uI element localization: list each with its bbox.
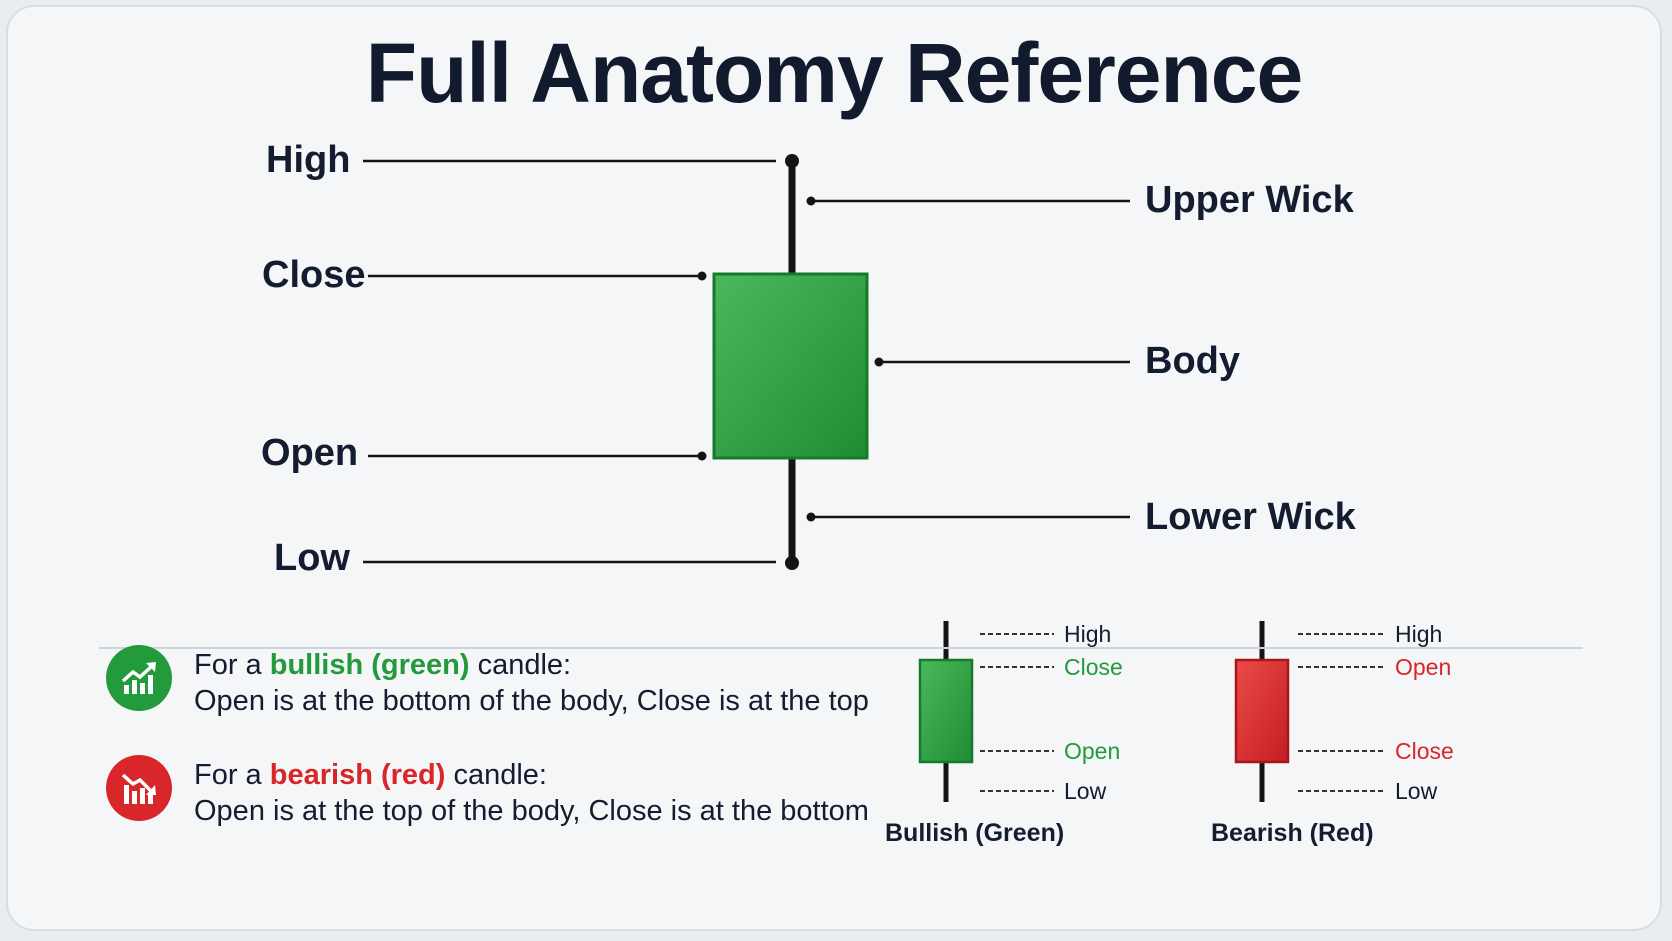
bearish-highlight: bearish (red)	[269, 759, 446, 791]
bearish-note-suffix: candle:	[445, 759, 547, 791]
bullish-note-detail: Open is at the bottom of the body, Close…	[194, 685, 869, 717]
candle-body	[712, 272, 869, 460]
label-body: Body	[1145, 340, 1240, 382]
mini-bearish-close: Close	[1395, 738, 1454, 764]
close-leader-dot	[697, 271, 707, 281]
chart-down-icon	[106, 755, 172, 821]
bearish-note-prefix: For a	[194, 759, 270, 791]
mini-bearish-low: Low	[1395, 778, 1438, 804]
mini-bearish-caption: Bearish (Red)	[1211, 819, 1374, 847]
mini-bullish-close: Close	[1064, 654, 1123, 680]
mini-bullish-low: Low	[1064, 778, 1107, 804]
mini-bearish-candle	[1234, 621, 1384, 802]
bullish-highlight: bullish (green)	[269, 649, 470, 681]
bullish-note-prefix: For a	[194, 649, 270, 681]
open-leader-dot	[697, 451, 707, 461]
high-dot	[785, 154, 799, 168]
bullish-note: For a bullish (green) candle: Open is at…	[194, 646, 869, 720]
bearish-note: For a bearish (red) candle: Open is at t…	[194, 756, 869, 830]
bearish-note-heading: For a bearish (red) candle:	[194, 756, 869, 794]
section-divider	[99, 647, 1583, 649]
mini-bullish-caption: Bullish (Green)	[885, 819, 1065, 847]
low-dot	[785, 556, 799, 570]
page-title: Full Anatomy Reference	[365, 26, 1303, 120]
label-upper-wick: Upper Wick	[1145, 179, 1354, 221]
bearish-note-detail: Open is at the top of the body, Close is…	[194, 795, 869, 827]
mini-bearish-high: High	[1395, 621, 1443, 647]
label-lower-wick: Lower Wick	[1145, 496, 1356, 538]
label-close: Close	[262, 254, 366, 296]
bullish-note-heading: For a bullish (green) candle:	[194, 646, 869, 684]
mini-bullish-high: High	[1064, 621, 1112, 647]
reference-card: Full Anatomy Reference	[6, 5, 1662, 931]
label-low: Low	[274, 537, 350, 579]
mini-bullish-candle	[918, 621, 1054, 802]
chart-up-icon	[106, 645, 172, 711]
bullish-note-suffix: candle:	[469, 649, 572, 681]
label-open: Open	[261, 432, 359, 474]
mini-bullish-open: Open	[1064, 738, 1121, 764]
candlestick-diagram	[363, 154, 1384, 802]
mini-bearish-open: Open	[1395, 654, 1452, 680]
label-high: High	[266, 139, 351, 181]
